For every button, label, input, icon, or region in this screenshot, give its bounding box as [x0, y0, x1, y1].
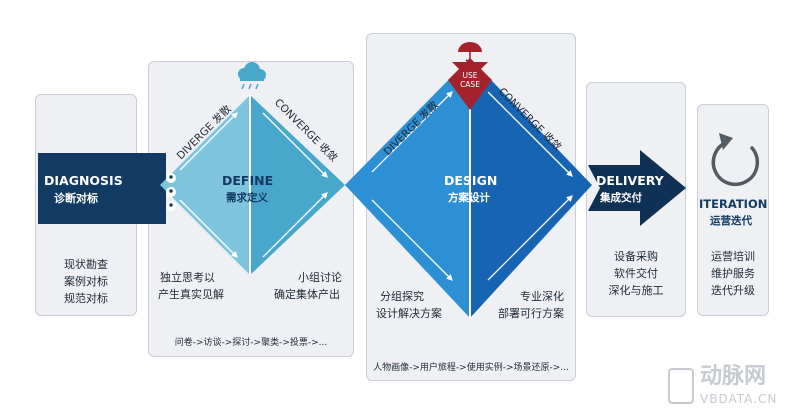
design-left-text: 设计解决方案: [376, 307, 442, 320]
design-right-text: 专业深化: [520, 290, 564, 303]
design-converge-return-arrow: [487, 195, 573, 281]
diagnosis-item: 规范对标: [64, 292, 108, 305]
use-case-line-2: CASE: [460, 80, 480, 89]
design-left-text: 分组探究: [380, 290, 424, 303]
watermark-brand: 动脉网: [700, 364, 767, 389]
delivery-item: 深化与施工: [608, 284, 664, 297]
define-right-text: 小组讨论: [298, 271, 342, 284]
design-methods: 人物画像->用户旅程->使用实例->场景还原->...: [373, 363, 569, 373]
design-subtitle: 方案设计: [448, 192, 490, 204]
cycle-icon: [711, 140, 760, 187]
cycle-icon-arrowhead: [719, 133, 733, 150]
define-right-text: 确定集体产出: [274, 288, 340, 301]
define-left-text: 产生真实见解: [158, 288, 224, 301]
watermark-url: VBDATA.CN: [700, 392, 778, 406]
watermark-logo: [668, 368, 694, 404]
umbrella-icon: [458, 42, 482, 62]
delivery-item: 设备采购: [614, 250, 658, 263]
design-title: DESIGN: [444, 173, 498, 188]
design-diamond-left: [345, 58, 470, 318]
design-converge-arrow: [487, 91, 573, 177]
define-diamond-left: [160, 95, 250, 275]
iteration-item: 维护服务: [711, 267, 755, 280]
use-case-line-1: USE: [462, 71, 478, 80]
design-diamond-right: [470, 58, 592, 318]
iteration-subtitle: 运营迭代: [710, 215, 752, 227]
use-case-badge: [448, 58, 492, 110]
diagnosis-item: 现状勘查: [64, 258, 108, 271]
delivery-arrow: [588, 150, 686, 226]
diagnosis-title: DIAGNOSIS: [44, 173, 123, 188]
diagnosis-arrow: [38, 153, 166, 224]
iteration-item: 运营培训: [711, 250, 755, 263]
iteration-panel: [697, 104, 769, 316]
diagnosis-item: 案例对标: [64, 275, 108, 288]
define-converge-return-arrow: [262, 192, 328, 258]
people-icon: [166, 173, 176, 211]
delivery-subtitle: 集成交付: [600, 192, 642, 204]
cloud-icon: [238, 62, 266, 90]
design-right-text: 部署可行方案: [498, 307, 564, 320]
define-diverge-return-arrow: [179, 199, 238, 258]
delivery-item: 软件交付: [614, 267, 658, 280]
diagnosis-subtitle: 诊断对标: [54, 192, 98, 205]
define-diamond-right: [250, 95, 345, 275]
define-methods: 问卷->访谈->探讨->聚类->投票->...: [174, 338, 328, 348]
define-title: DEFINE: [222, 173, 274, 188]
design-diverge-return-arrow: [371, 199, 453, 281]
define-converge-arrow: [262, 112, 328, 178]
define-left-text: 独立思考以: [160, 271, 215, 284]
iteration-title: ITERATION: [699, 197, 768, 211]
define-subtitle: 需求定义: [226, 192, 268, 204]
design-diverge-arrow: [371, 91, 453, 173]
use-case-badge-top: [452, 62, 488, 80]
iteration-item: 迭代升级: [711, 284, 755, 297]
delivery-title: DELIVERY: [596, 173, 664, 188]
define-diverge-arrow: [179, 112, 238, 171]
